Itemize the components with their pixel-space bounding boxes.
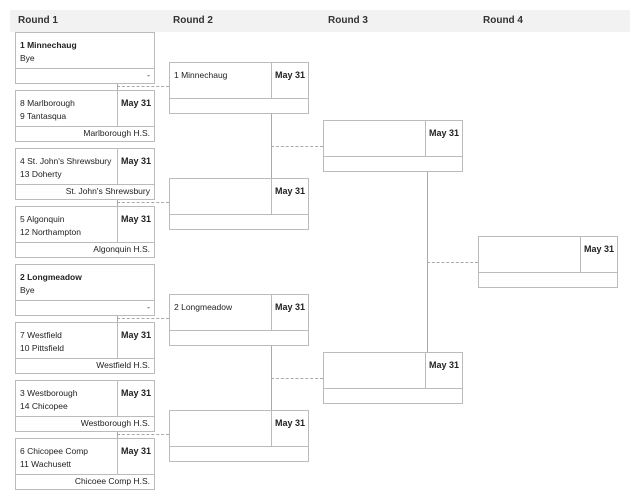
round-title-3: Round 3 [328, 15, 368, 26]
team-1[interactable]: 5 Algonquin [20, 214, 65, 224]
match-teams: May 31 [324, 353, 462, 388]
match-date: May 31 [271, 179, 308, 214]
match-date: May 31 [117, 323, 154, 358]
team-1[interactable]: 4 St. John's Shrewsbury [20, 156, 112, 166]
match-date: May 31 [271, 295, 308, 330]
match-venue: Westfield H.S. [16, 358, 154, 373]
team-1[interactable]: 8 Marlborough [20, 98, 75, 108]
team-2[interactable]: 12 Northampton [20, 227, 81, 237]
rounds-header: Round 1 Round 2 Round 3 Round 4 [10, 10, 630, 32]
match-teams: 8 Marlborough 9 Tantasqua May 31 [16, 91, 154, 126]
match-teams: 1 Minnechaug May 31 [170, 63, 308, 98]
round2-match-3[interactable]: 2 Longmeadow May 31 [169, 294, 309, 346]
match-date: May 31 [117, 439, 154, 474]
match-venue: Marlborough H.S. [16, 126, 154, 141]
match-teams: 3 Westborough 14 Chicopee May 31 [16, 381, 154, 416]
team-1[interactable]: 7 Westfield [20, 330, 62, 340]
team-2[interactable]: 11 Wachusett [20, 459, 72, 469]
round1-connector [117, 432, 118, 438]
match-teams: 6 Chicopee Comp 11 Wachusett May 31 [16, 439, 154, 474]
match-venue [324, 156, 462, 171]
round2-match-2[interactable]: May 31 [169, 178, 309, 230]
round1-connector [117, 202, 169, 203]
team-2[interactable]: Bye [20, 53, 35, 63]
round3-match-2[interactable]: May 31 [323, 352, 463, 404]
round2-match-4[interactable]: May 31 [169, 410, 309, 462]
match-venue: - [16, 68, 154, 83]
round1-connector [117, 84, 118, 90]
match-teams: 7 Westfield 10 Pittsfield May 31 [16, 323, 154, 358]
match-venue [170, 446, 308, 461]
match-date: May 31 [117, 207, 154, 242]
match-venue: St. John's Shrewsbury [16, 184, 154, 199]
team-2[interactable]: 9 Tantasqua [20, 111, 67, 121]
round3-connector [427, 262, 478, 263]
round1-connector [117, 200, 118, 206]
match-date: May 31 [117, 149, 154, 184]
match-venue: - [16, 300, 154, 315]
match-venue [170, 330, 308, 345]
match-venue: Chicoee Comp H.S. [16, 474, 154, 489]
match-teams: 5 Algonquin 12 Northampton May 31 [16, 207, 154, 242]
round1-connector [117, 316, 118, 322]
team-1[interactable]: 2 Longmeadow [174, 302, 233, 312]
match-venue [170, 98, 308, 113]
match-venue: Westborough H.S. [16, 416, 154, 431]
match-date: May 31 [425, 121, 462, 156]
match-teams: 4 St. John's Shrewsbury 13 Doherty May 31 [16, 149, 154, 184]
match-date: May 31 [271, 411, 308, 446]
match-teams: May 31 [324, 121, 462, 156]
round1-connector [117, 86, 169, 87]
match-venue [479, 272, 617, 287]
round-title-1: Round 1 [18, 15, 58, 26]
team-1[interactable]: 6 Chicopee Comp [20, 446, 89, 456]
round4-match-1[interactable]: May 31 [478, 236, 618, 288]
match-venue [170, 214, 308, 229]
team-2[interactable]: Bye [20, 285, 35, 295]
team-1[interactable]: 3 Westborough [20, 388, 78, 398]
round3-match-1[interactable]: May 31 [323, 120, 463, 172]
round-title-2: Round 2 [173, 15, 213, 26]
match-teams: May 31 [479, 237, 617, 272]
round1-connector [117, 318, 169, 319]
match-venue: Algonquin H.S. [16, 242, 154, 257]
match-date: May 31 [580, 237, 617, 272]
round1-connector [117, 434, 169, 435]
match-date: May 31 [425, 353, 462, 388]
round2-connector [271, 378, 323, 379]
team-1[interactable]: 2 Longmeadow [20, 272, 82, 282]
team-1[interactable]: 1 Minnechaug [20, 40, 77, 50]
match-teams: May 31 [170, 411, 308, 446]
match-date: May 31 [117, 381, 154, 416]
match-teams: 2 Longmeadow May 31 [170, 295, 308, 330]
match-teams: May 31 [170, 179, 308, 214]
match-date: May 31 [117, 91, 154, 126]
team-2[interactable]: 10 Pittsfield [20, 343, 64, 353]
team-2[interactable]: 14 Chicopee [20, 401, 68, 411]
round2-connector [271, 146, 323, 147]
round2-match-1[interactable]: 1 Minnechaug May 31 [169, 62, 309, 114]
match-date: May 31 [271, 63, 308, 98]
round-title-4: Round 4 [483, 15, 523, 26]
match-venue [324, 388, 462, 403]
team-1[interactable]: 1 Minnechaug [174, 70, 228, 80]
team-2[interactable]: 13 Doherty [20, 169, 62, 179]
